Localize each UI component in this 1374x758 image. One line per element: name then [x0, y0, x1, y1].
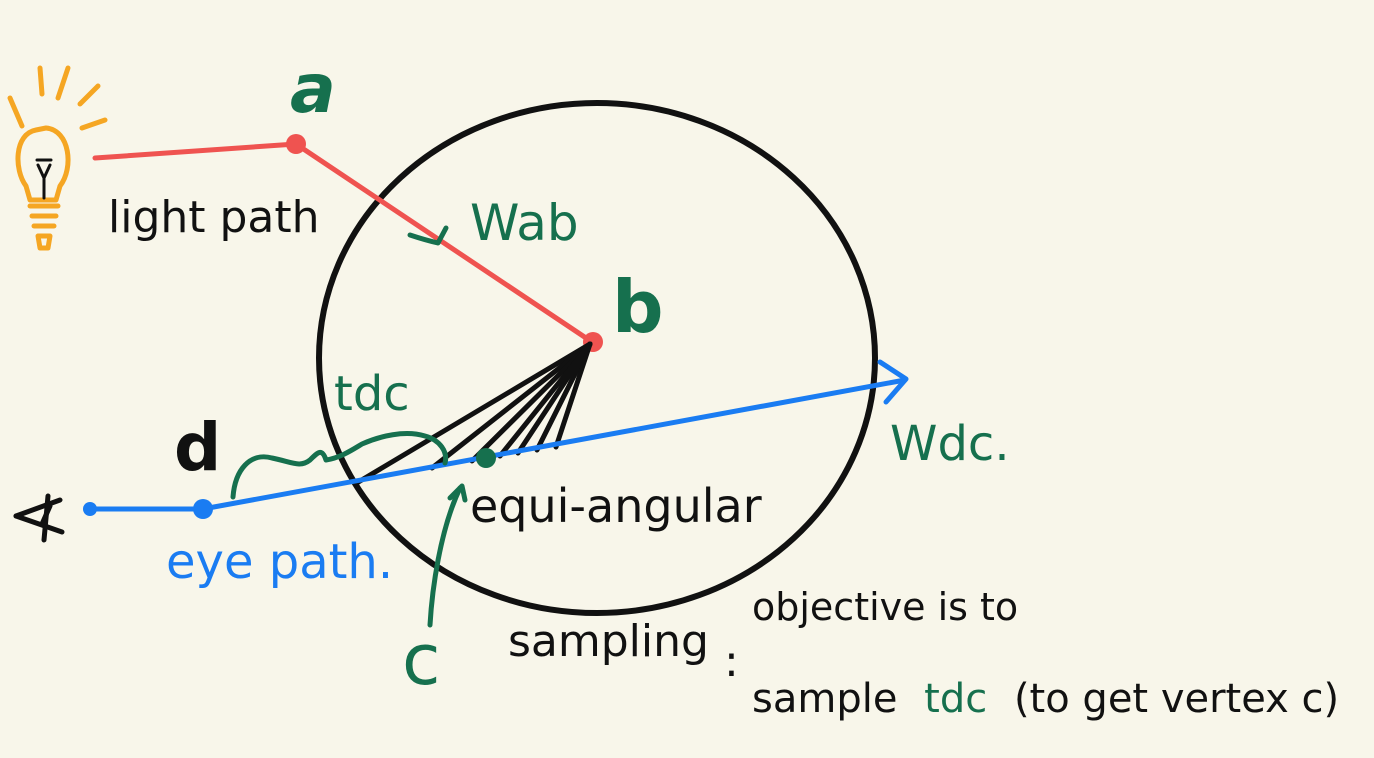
light-path-segment-1: [92, 141, 299, 161]
equi-angular-fan: [352, 341, 593, 487]
light-path-group: [92, 134, 603, 352]
eye-path-ray: [200, 377, 908, 512]
vertex-c-pointer: [427, 485, 463, 628]
direction-ab-label: Wab: [470, 194, 579, 252]
fan-line: [553, 341, 593, 450]
fan-line: [469, 341, 593, 464]
vertex-d-label: d: [174, 409, 221, 486]
vertex-a-point: [286, 134, 306, 154]
vertex-c-pointer-head: [447, 483, 468, 503]
direction-ab-arrow: [407, 225, 449, 246]
eye-path-label: eye path.: [166, 534, 393, 590]
medium-circle: [316, 100, 878, 616]
vertex-b-label: b: [612, 265, 664, 349]
vertex-c-label: c: [402, 619, 441, 701]
objective-rest-words: (to get vertex c): [1014, 676, 1339, 722]
sampling-colon: :: [724, 636, 739, 687]
light-path-label: light path: [108, 192, 320, 243]
objective-sample-word: sample: [752, 676, 897, 722]
light-path-segment-2: [293, 141, 595, 345]
equi-angular-label: equi-angular: [470, 479, 762, 533]
objective-line-2: sample tdc (to get vertex c): [752, 676, 1339, 722]
green-annotations: [230, 225, 468, 628]
sampling-label: sampling: [508, 616, 709, 667]
fan-line: [515, 341, 593, 456]
objective-line-1: objective is to: [752, 585, 1018, 629]
tdc-brace: [230, 431, 449, 500]
fan-line: [352, 341, 593, 487]
lightbulb-icon: [7, 65, 108, 251]
vertex-c-point: [476, 448, 496, 468]
objective-tdc-word: tdc: [924, 676, 987, 722]
direction-dc-label: Wdc.: [890, 416, 1010, 472]
fan-line: [534, 341, 593, 453]
vertex-d-point: [193, 499, 213, 519]
eye-start-point: [83, 502, 97, 516]
vertex-a-label: a: [290, 50, 336, 129]
distance-tdc-label: tdc: [334, 366, 410, 422]
eye-path-arrowhead: [877, 359, 909, 405]
fan-line: [429, 341, 593, 471]
eye-icon: [13, 493, 65, 543]
eye-path-group: [83, 359, 909, 519]
